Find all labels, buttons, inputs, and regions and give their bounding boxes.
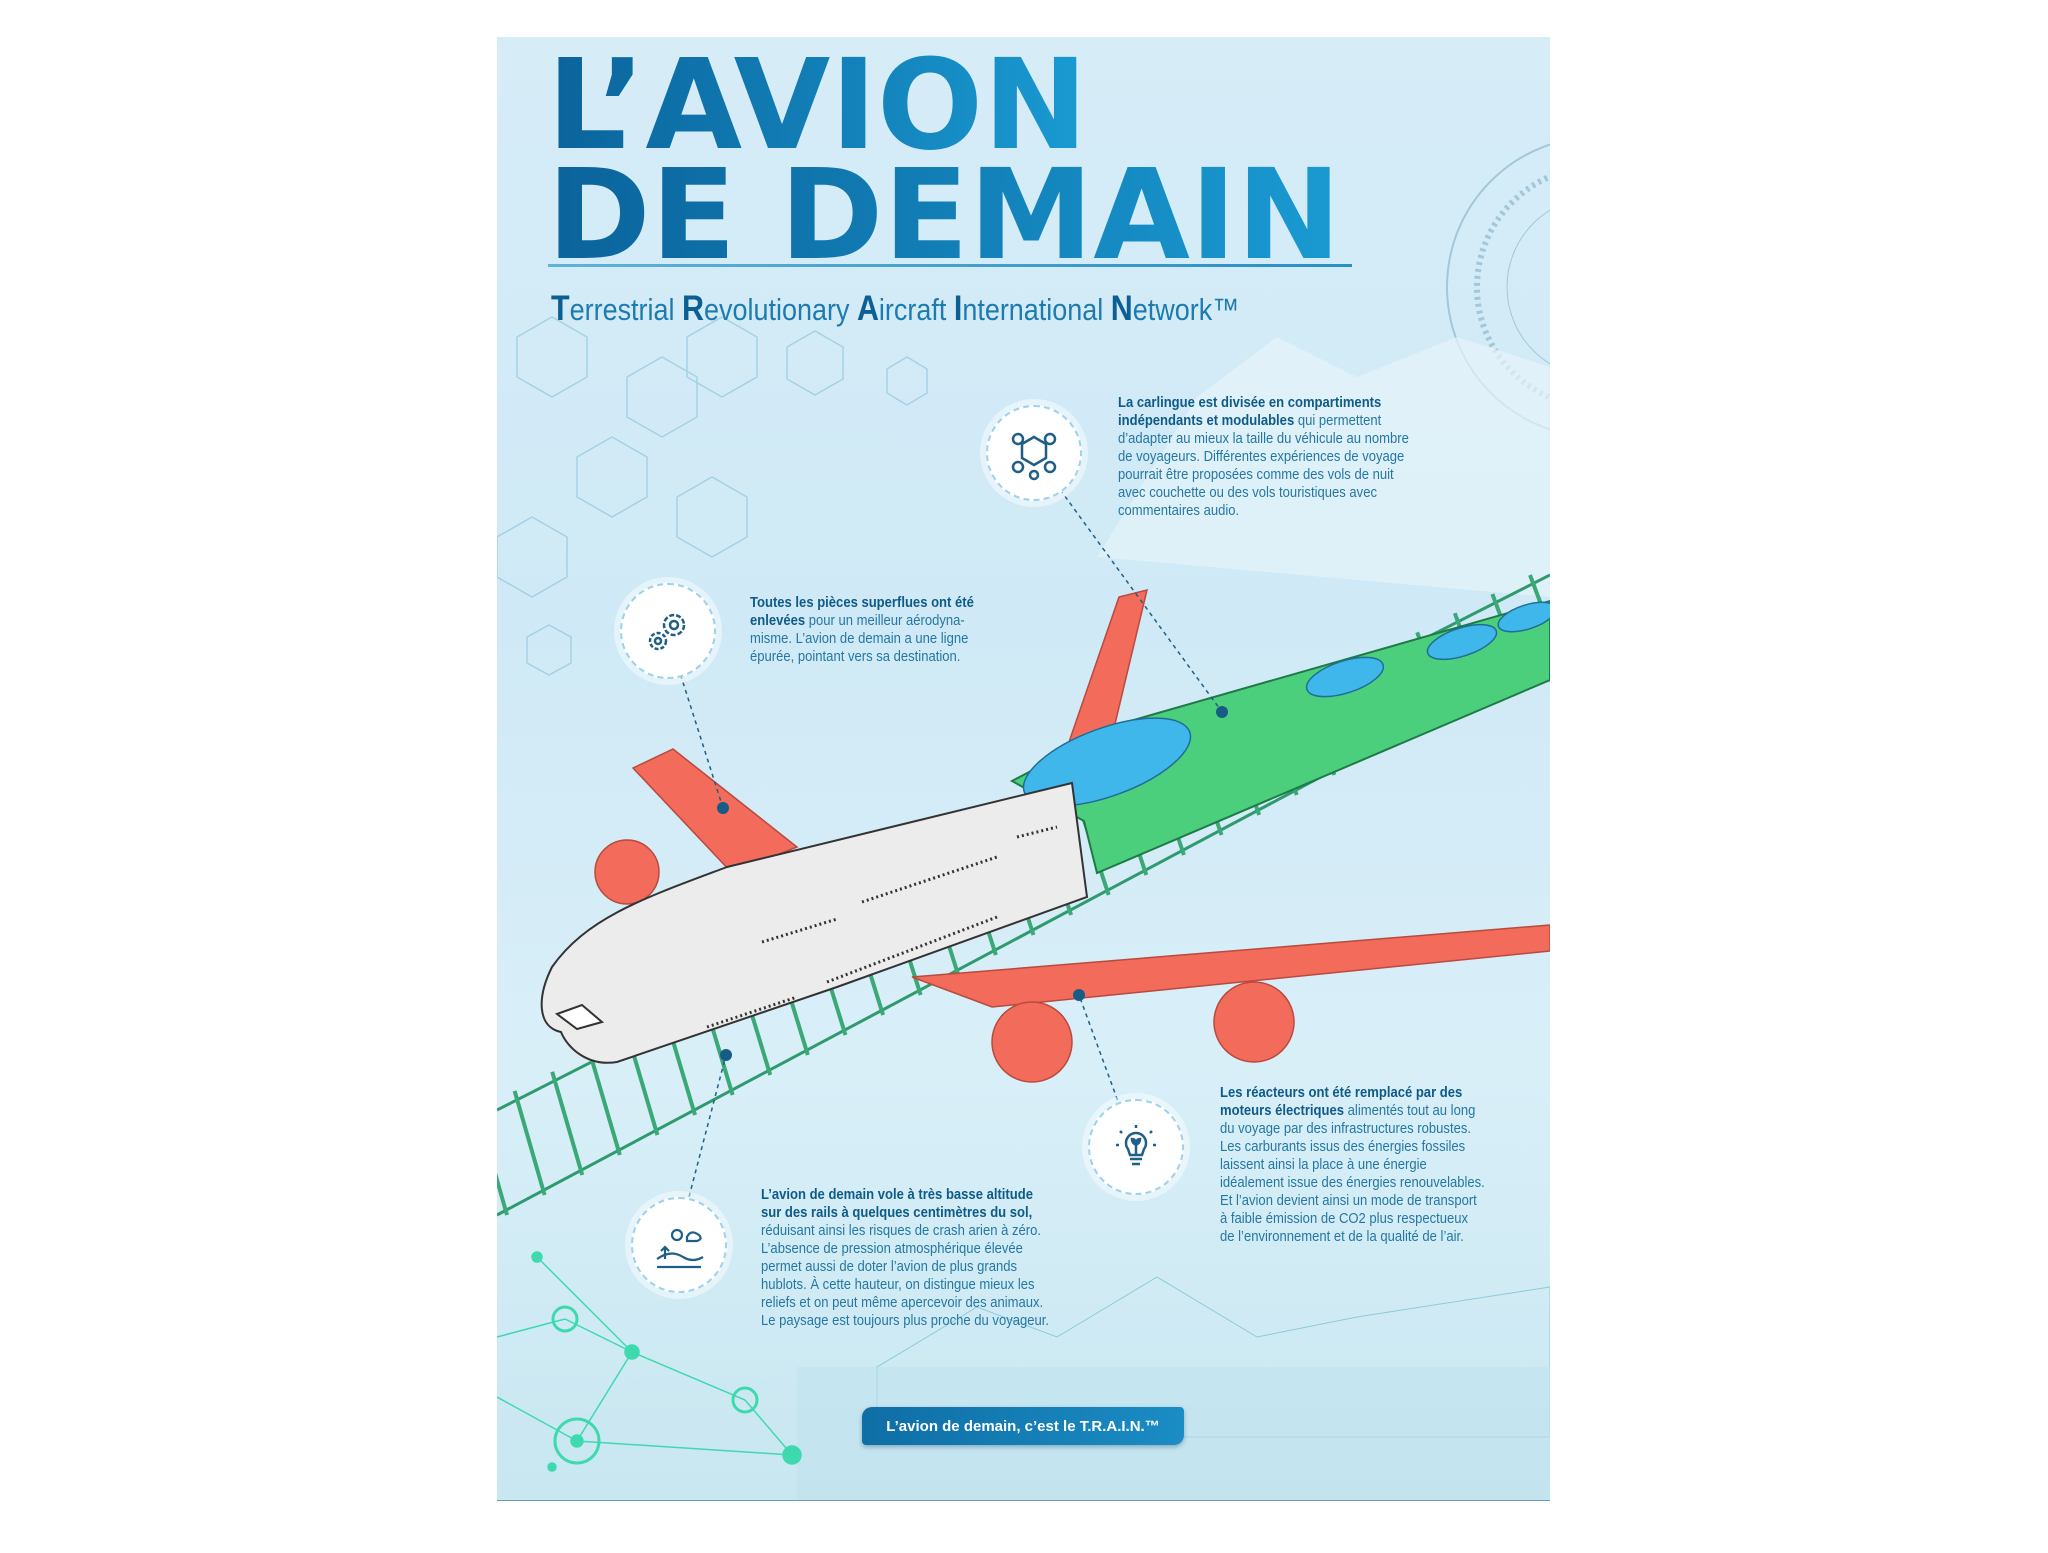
text-line-regular: alimentés tout au long (1344, 1103, 1476, 1119)
text-line: Les réacteurs ont été remplacé par des (1220, 1084, 1485, 1102)
text-line-regular: pour un meilleur aérodyna- (805, 613, 965, 629)
text-line-bold: L’avion de demain vole à très basse alti… (761, 1187, 1033, 1203)
gears-icon (620, 583, 716, 679)
rail-tie (512, 1090, 547, 1196)
text-line-bold: Les réacteurs ont été remplacé par des (1220, 1085, 1463, 1101)
network-graph (497, 1251, 802, 1472)
text-line: enlevées pour un meilleur aérodyna- (750, 612, 974, 630)
text-line-regular: Et l’avion devient ainsi un mode de tran… (1220, 1193, 1477, 1209)
text-line: avec couchette ou des vols touristiques … (1118, 484, 1409, 502)
text-line-bold: moteurs électriques (1220, 1103, 1345, 1119)
text-line-regular: misme. L’avion de demain a une ligne (750, 631, 969, 647)
text-block-cabin: La carlingue est divisée en compartiment… (1118, 394, 1409, 520)
text-line-regular: idéalement issue des énergies renouvelab… (1220, 1175, 1485, 1191)
text-line: de voyageurs. Différentes expériences de… (1118, 448, 1409, 466)
text-line-regular: permet aussi de doter l’avion de plus gr… (761, 1259, 1018, 1275)
text-line: à faible émission de CO2 plus respectueu… (1220, 1210, 1485, 1228)
text-line-regular: L’absence de pression atmosphérique élev… (761, 1241, 1023, 1257)
text-line: laissent ainsi la place à une énergie (1220, 1156, 1485, 1174)
text-line-regular: à faible émission de CO2 plus respectueu… (1220, 1211, 1469, 1227)
text-line-regular: d’adapter au mieux la taille du véhicule… (1118, 431, 1409, 447)
text-line-regular: pourrait être proposées comme des vols d… (1118, 467, 1394, 483)
text-line: L’absence de pression atmosphérique élev… (761, 1240, 1049, 1258)
text-line-bold: sur des rails à quelques centimètres du … (761, 1205, 1033, 1221)
text-line-bold: La carlingue est divisée en compartiment… (1118, 395, 1382, 411)
white-fuselage (540, 781, 1089, 1064)
left-stabilizer (594, 748, 799, 905)
modules-hexagon-icon (986, 405, 1082, 501)
text-line-regular: laissent ainsi la place à une énergie (1220, 1157, 1427, 1173)
lightbulb-leaf-icon (1088, 1099, 1184, 1195)
text-line: Le paysage est toujours plus proche du v… (761, 1312, 1049, 1330)
hexagon-pattern (497, 316, 928, 676)
subtitle-word: Network™ (1110, 289, 1240, 328)
poster: L’AVION DE DEMAIN Terrestrial Revolution… (497, 37, 1550, 1501)
connector-dot (1073, 989, 1085, 1001)
text-line-regular: qui permettent (1294, 413, 1382, 429)
text-line: moteurs électriques alimentés tout au lo… (1220, 1102, 1485, 1120)
cockpit-windows (554, 1003, 605, 1031)
mountains (1097, 337, 1550, 597)
text-line: d’adapter au mieux la taille du véhicule… (1118, 430, 1409, 448)
text-line-regular: du voyage par des infrastructures robust… (1220, 1121, 1471, 1137)
text-line: du voyage par des infrastructures robust… (1220, 1120, 1485, 1138)
text-line: reliefs et on peut même apercevoir des a… (761, 1294, 1049, 1312)
text-line-regular: Les carburants issus des énergies fossil… (1220, 1139, 1466, 1155)
connector-dot (717, 802, 729, 814)
text-line: pourrait être proposées comme des vols d… (1118, 466, 1409, 484)
right-wing (911, 924, 1550, 1083)
text-line: La carlingue est divisée en compartiment… (1118, 394, 1409, 412)
text-line: Les carburants issus des énergies fossil… (1220, 1138, 1485, 1156)
text-line-regular: réduisant ainsi les risques de crash ari… (761, 1223, 1041, 1239)
text-line-bold: enlevées (750, 613, 806, 629)
text-line-regular: avec couchette ou des vols touristiques … (1118, 485, 1377, 501)
text-line: indépendants et modulables qui permetten… (1118, 412, 1409, 430)
text-line: réduisant ainsi les risques de crash ari… (761, 1222, 1049, 1240)
tagline-banner: L’avion de demain, c’est le T.R.A.I.N.™ (862, 1407, 1184, 1445)
rail-tie (550, 1071, 585, 1176)
text-line: hublots. À cette hauteur, on distingue m… (761, 1276, 1049, 1294)
title-divider (548, 264, 1352, 267)
text-line-regular: épurée, pointant vers sa destination. (750, 649, 961, 665)
subtitle: Terrestrial Revolutionary Aircraft Inter… (551, 289, 1239, 329)
passenger-windows (706, 825, 1058, 1029)
rail-tie (497, 1172, 509, 1216)
text-line-regular: reliefs et on peut même apercevoir des a… (761, 1295, 1044, 1311)
text-block-altitude: L’avion de demain vole à très basse alti… (761, 1186, 1049, 1330)
rail-tie (587, 1052, 622, 1156)
text-line-regular: commentaires audio. (1118, 503, 1240, 519)
text-line: épurée, pointant vers sa destination. (750, 648, 974, 666)
radar-dial (1446, 143, 1550, 431)
title-line-1: L’AVION (547, 37, 1088, 178)
text-line: permet aussi de doter l’avion de plus gr… (761, 1258, 1049, 1276)
connector-dot (720, 1049, 732, 1061)
landscape-icon (631, 1197, 727, 1293)
text-line-regular: de l’environnement et de la qualité de l… (1220, 1229, 1464, 1245)
engine-right-outer (1213, 981, 1295, 1063)
engine-left (594, 839, 660, 905)
text-line: L’avion de demain vole à très basse alti… (761, 1186, 1049, 1204)
text-line: idéalement issue des énergies renouvelab… (1220, 1174, 1485, 1192)
engine-right-inner (991, 1001, 1073, 1083)
subtitle-word: Revolutionary (682, 289, 857, 328)
text-line-regular: de voyageurs. Différentes expériences de… (1118, 449, 1405, 465)
connector-line (1031, 450, 1223, 713)
text-line: sur des rails à quelques centimètres du … (761, 1204, 1049, 1222)
connector-dot (1216, 706, 1228, 718)
title-line-2: DE DEMAIN (547, 143, 1342, 288)
subtitle-word: Aircraft (856, 289, 954, 328)
subtitle-word: Terrestrial (551, 289, 683, 328)
text-line: de l’environnement et de la qualité de l… (1220, 1228, 1485, 1246)
text-line-regular: hublots. À cette hauteur, on distingue m… (761, 1277, 1035, 1293)
text-line: commentaires audio. (1118, 502, 1409, 520)
text-line-regular: Le paysage est toujours plus proche du v… (761, 1313, 1050, 1329)
text-line: misme. L’avion de demain a une ligne (750, 630, 974, 648)
subtitle-word: International (953, 289, 1111, 328)
text-line: Toutes les pièces superflues ont été (750, 594, 974, 612)
text-line-bold: indépendants et modulables (1118, 413, 1295, 429)
text-line: Et l’avion devient ainsi un mode de tran… (1220, 1192, 1485, 1210)
text-line-bold: Toutes les pièces superflues ont été (750, 595, 974, 611)
